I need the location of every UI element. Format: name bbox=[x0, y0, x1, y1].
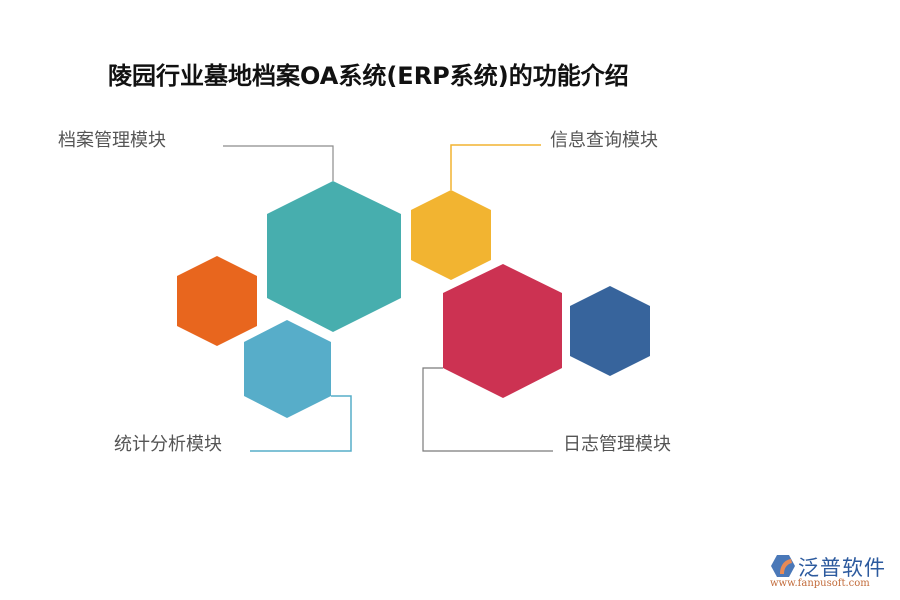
connector-archive bbox=[223, 145, 334, 181]
logo-url: www.fanpusoft.com bbox=[770, 578, 870, 589]
page-title: 陵园行业墓地档案OA系统(ERP系统)的功能介绍 bbox=[108, 62, 629, 90]
hexagon-log bbox=[443, 264, 562, 398]
label-info-query-module: 信息查询模块 bbox=[550, 130, 658, 151]
brand-logo: 泛普软件 www.fanpusoft.com bbox=[768, 552, 893, 592]
hexagon-orange bbox=[177, 256, 257, 346]
hexagon-blue bbox=[570, 286, 650, 376]
hexagon-archive bbox=[267, 181, 401, 332]
label-archive-module: 档案管理模块 bbox=[58, 130, 166, 151]
connector-stats bbox=[250, 395, 352, 452]
hexagon-stats bbox=[244, 320, 331, 418]
label-log-module: 日志管理模块 bbox=[563, 434, 671, 455]
connector-log bbox=[422, 367, 553, 452]
connector-info-query bbox=[450, 144, 541, 190]
hexagon-info-query bbox=[411, 190, 491, 280]
label-stats-module: 统计分析模块 bbox=[114, 434, 222, 455]
logo-icon bbox=[771, 555, 795, 577]
logo-name: 泛普软件 bbox=[798, 556, 886, 580]
